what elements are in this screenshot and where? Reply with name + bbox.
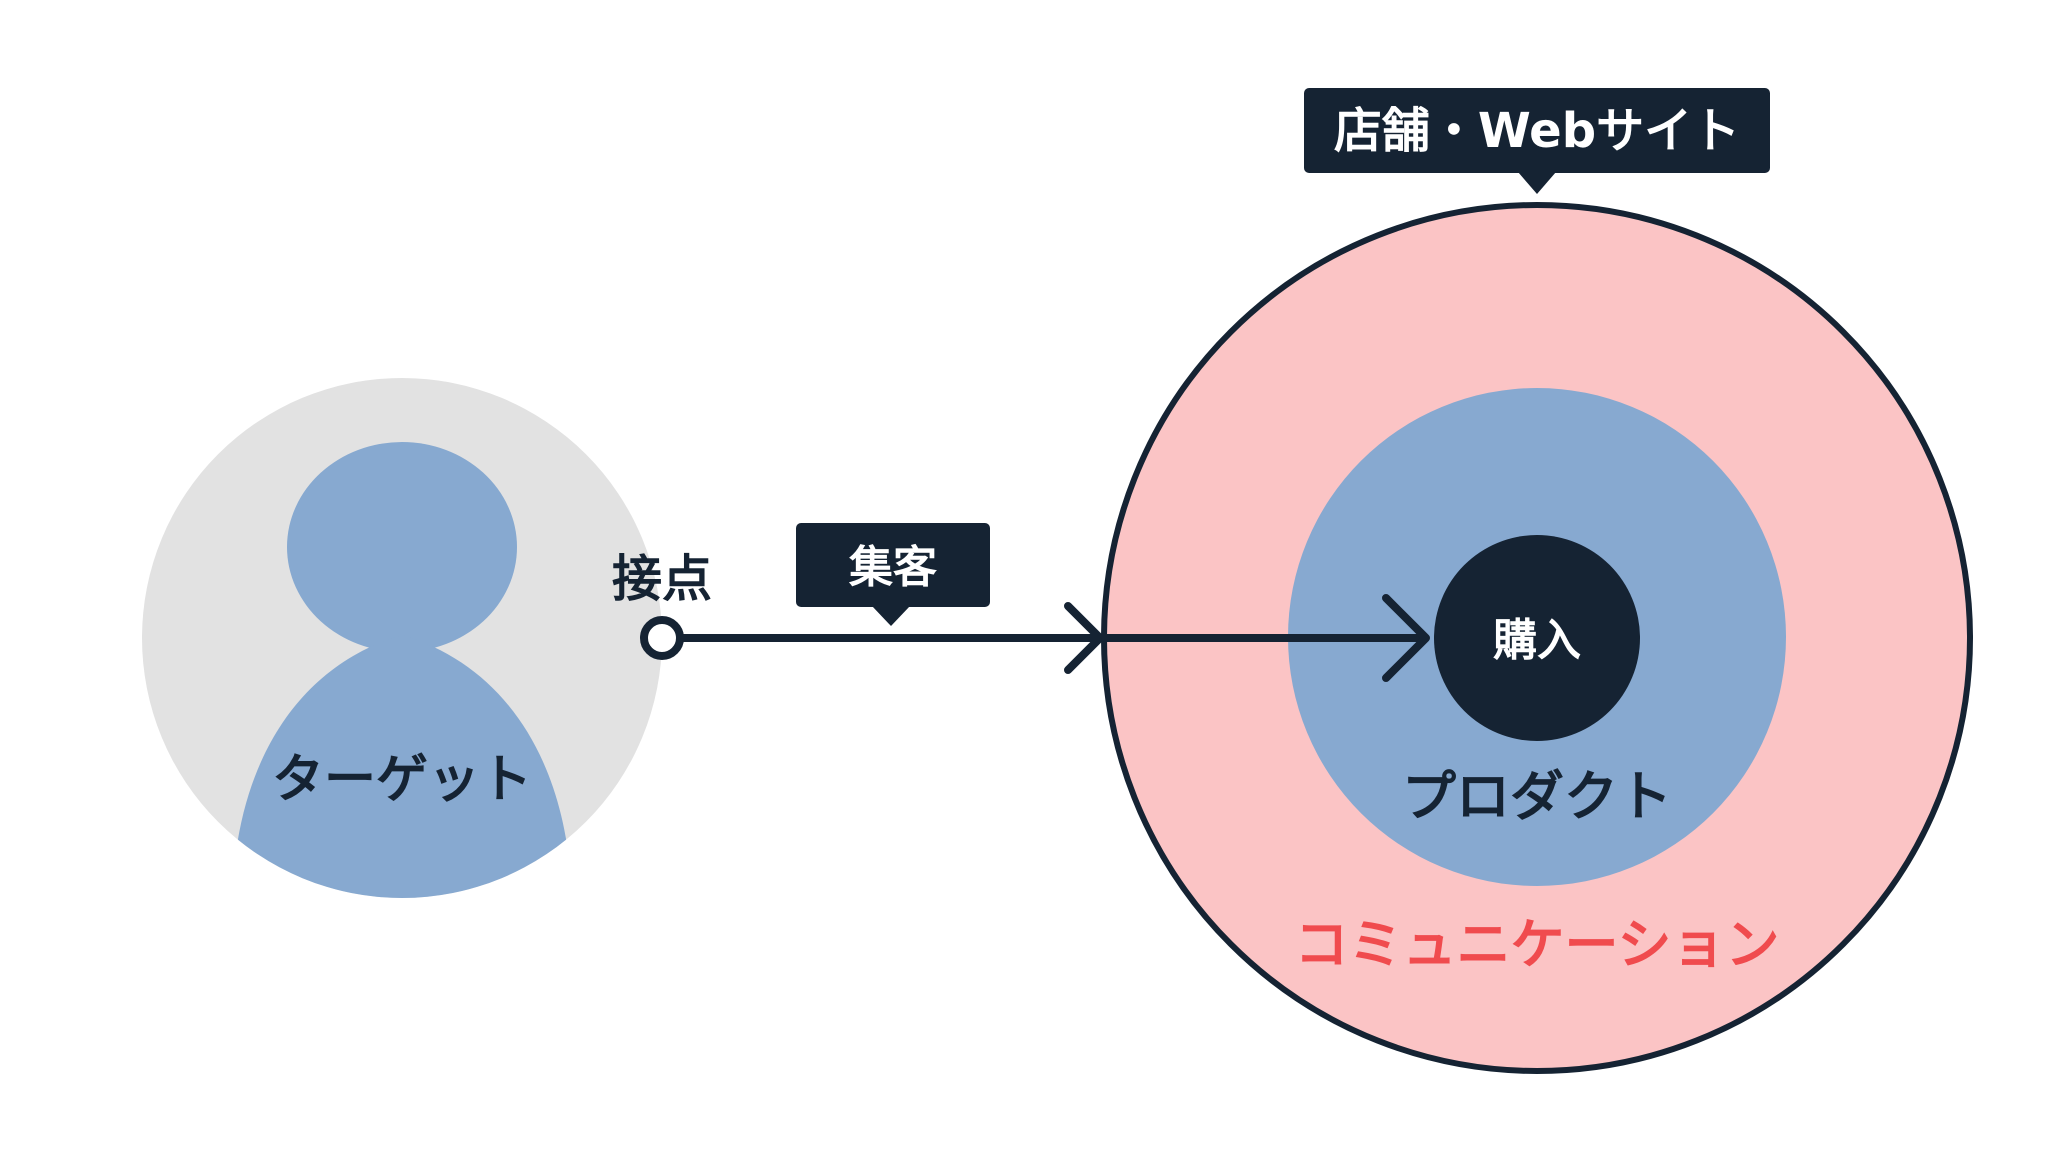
target-node: ターゲット xyxy=(142,378,662,898)
purchase-arrow xyxy=(1104,594,1430,682)
acquisition-callout: 集客 xyxy=(796,523,990,626)
purchase-label: 購入 xyxy=(1493,615,1581,666)
store-label: 店舗・Webサイト xyxy=(1334,103,1740,159)
acquisition-arrowhead-icon xyxy=(1064,602,1104,674)
touchpoint-label: 接点 xyxy=(612,550,712,608)
acquisition-callout-pointer xyxy=(872,606,910,626)
person-body-icon xyxy=(232,635,572,898)
touchpoint-node: 接点 xyxy=(612,550,712,660)
target-label: ターゲット xyxy=(272,750,532,810)
touchpoint-marker xyxy=(640,616,684,660)
purchase-circle-shape xyxy=(1434,535,1640,741)
store-callout-pointer xyxy=(1518,172,1556,194)
purchase-node: 購入 xyxy=(1434,535,1640,741)
product-label: プロダクト xyxy=(1402,765,1672,828)
purchase-arrowhead-icon xyxy=(1382,594,1430,682)
communication-label: コミュニケーション xyxy=(1295,913,1780,976)
store-callout: 店舗・Webサイト xyxy=(1304,88,1770,194)
person-head-icon xyxy=(287,442,517,652)
acquisition-callout-box xyxy=(796,523,990,607)
store-callout-box xyxy=(1304,88,1770,173)
acquisition-label: 集客 xyxy=(848,542,937,593)
acquisition-arrow xyxy=(682,602,1104,674)
